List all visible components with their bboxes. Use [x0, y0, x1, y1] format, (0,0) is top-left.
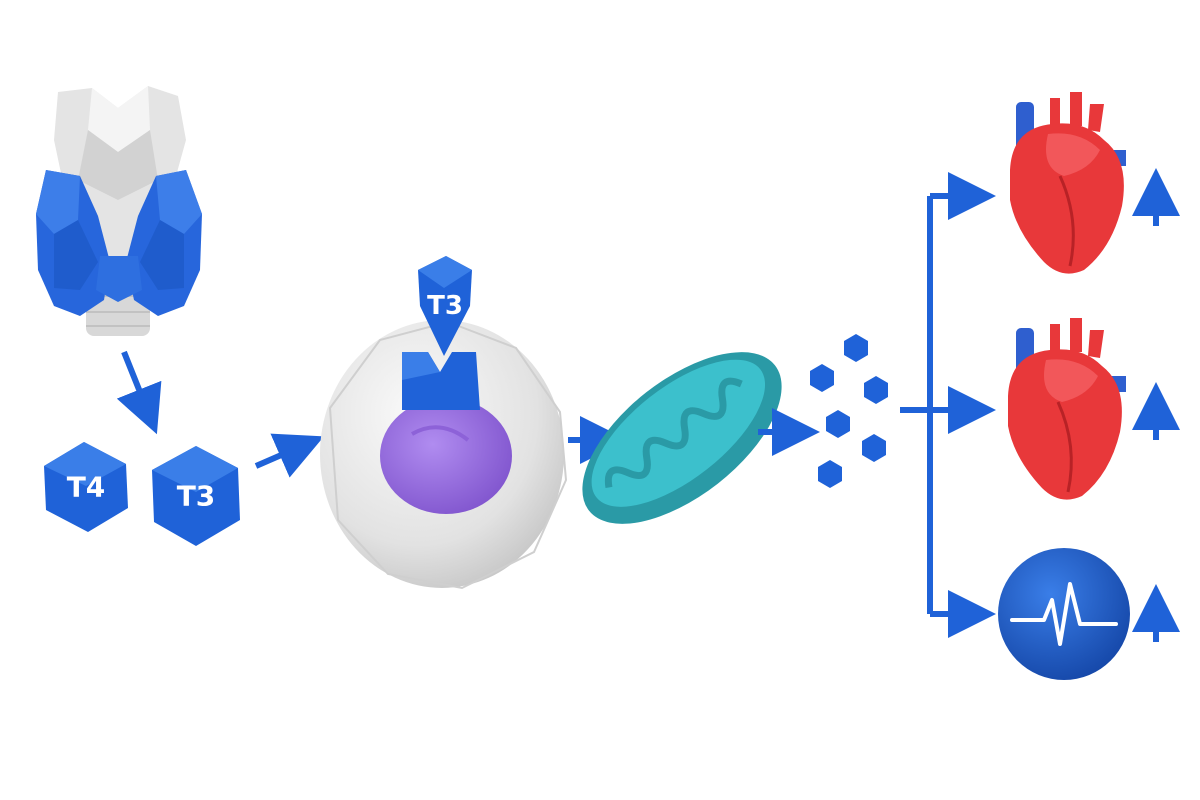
- hormone-t4-label: T4: [67, 471, 106, 504]
- heart-icon: [1008, 318, 1126, 500]
- cell-icon: T3: [320, 256, 566, 588]
- heart-icon: [1010, 92, 1126, 274]
- branch-connector: [900, 196, 972, 614]
- molecule-cluster-icon: [810, 334, 888, 488]
- hormone-t4-hexagon: T4: [44, 442, 128, 532]
- thyroid-gland-icon: [36, 86, 202, 336]
- hormone-t3-label: T3: [177, 480, 216, 513]
- arrow-thyroid-to-hormones: [124, 352, 148, 412]
- arrow-hormones-to-cell: [256, 446, 302, 466]
- hormone-t3-hexagon: T3: [152, 446, 240, 546]
- nucleus-icon: [380, 398, 512, 514]
- pulse-icon: [998, 548, 1130, 680]
- receptor-t3-label: T3: [427, 291, 463, 321]
